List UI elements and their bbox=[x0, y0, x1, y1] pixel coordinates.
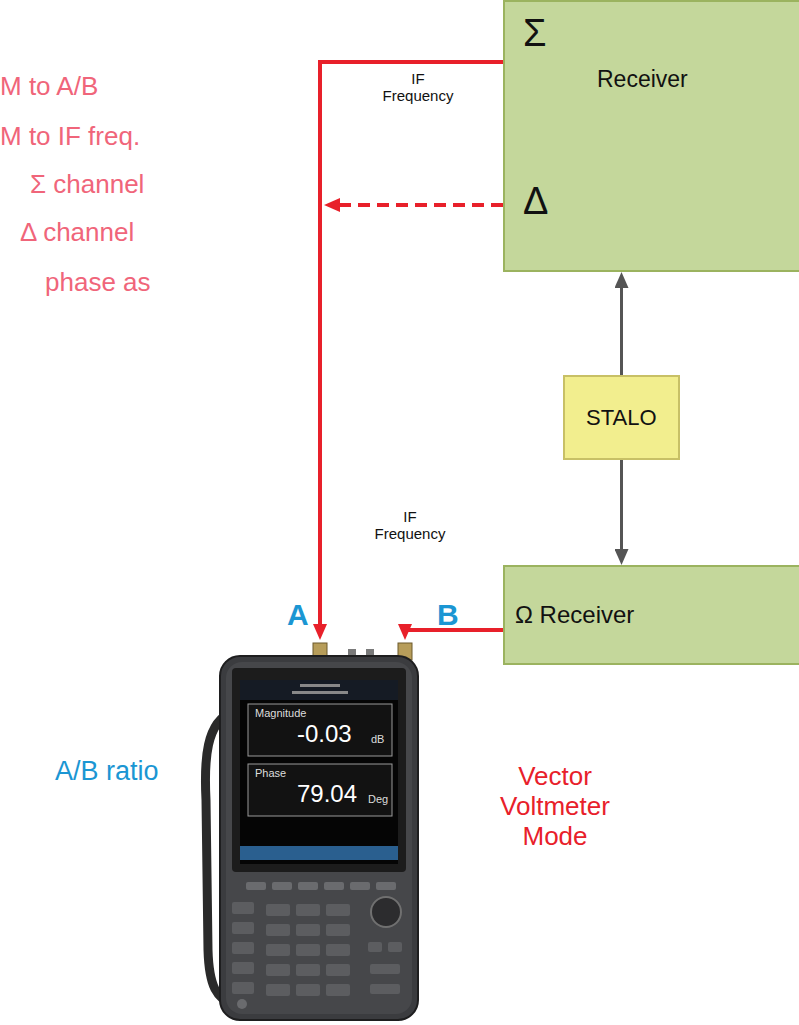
signal-label: IF Frequency bbox=[368, 508, 452, 543]
rotary-knob bbox=[371, 897, 401, 927]
softkey bbox=[350, 882, 370, 890]
key bbox=[266, 944, 290, 956]
signal-connector bbox=[320, 62, 503, 640]
port-label: B bbox=[437, 598, 459, 633]
receiver-box: Ω Receiver bbox=[503, 565, 799, 665]
signal-connector bbox=[621, 460, 622, 565]
key bbox=[370, 964, 400, 974]
ratio-label: A/B ratio bbox=[55, 756, 159, 787]
note-text: M to IF freq. bbox=[0, 122, 140, 152]
key bbox=[266, 904, 290, 916]
screen-bezel bbox=[232, 668, 406, 872]
screen bbox=[240, 680, 398, 864]
signal-connector bbox=[621, 272, 622, 375]
readout-label: Phase bbox=[255, 767, 286, 780]
key bbox=[296, 924, 320, 936]
instrument-body bbox=[220, 656, 418, 1020]
connector-line bbox=[620, 282, 623, 375]
softkey bbox=[298, 882, 318, 890]
stalo-box: STALO bbox=[563, 375, 680, 460]
note-text: M to A/B bbox=[0, 72, 98, 102]
header-mark bbox=[300, 684, 340, 687]
note-text: phase as bbox=[45, 268, 151, 298]
key bbox=[266, 984, 290, 996]
readout-box bbox=[248, 704, 392, 756]
vector-voltmeter: Magnitude-0.03 dB Phase 79.04 Deg bbox=[205, 640, 420, 1022]
readout-unit: Deg bbox=[368, 793, 388, 806]
key bbox=[388, 942, 402, 952]
key bbox=[232, 962, 254, 974]
connector-head bbox=[621, 272, 622, 284]
softkey bbox=[246, 882, 266, 890]
signal-label: IF Frequency bbox=[376, 70, 460, 105]
connector-head bbox=[324, 205, 336, 206]
connector-line bbox=[320, 62, 503, 630]
softkey bbox=[324, 882, 344, 890]
key bbox=[232, 942, 254, 954]
connector-head bbox=[405, 628, 406, 640]
readout-unit: dB bbox=[371, 733, 384, 746]
screen-header bbox=[240, 680, 398, 700]
box-title: Ω Receiver bbox=[515, 601, 634, 629]
readout-value: -0.03 bbox=[297, 720, 352, 748]
connector-head bbox=[621, 553, 622, 565]
note-text: Δ channel bbox=[20, 218, 134, 248]
key bbox=[326, 904, 350, 916]
receiver-box: Σ ReceiverΔ bbox=[503, 0, 799, 272]
key bbox=[370, 984, 400, 994]
key bbox=[326, 944, 350, 956]
status-bar bbox=[240, 846, 398, 860]
port-label: A bbox=[287, 598, 309, 633]
softkey bbox=[272, 882, 292, 890]
note-text: Σ channel bbox=[30, 170, 144, 200]
key bbox=[232, 982, 254, 994]
key bbox=[326, 964, 350, 976]
readout-box bbox=[248, 764, 392, 816]
power-button bbox=[237, 999, 247, 1009]
sum-symbol: Σ bbox=[523, 12, 547, 56]
key bbox=[266, 964, 290, 976]
mode-label: Vector Voltmeter Mode bbox=[474, 762, 636, 852]
key bbox=[368, 942, 382, 952]
signal-connector bbox=[324, 205, 503, 206]
key bbox=[232, 902, 254, 914]
key bbox=[296, 964, 320, 976]
connector-head bbox=[320, 628, 321, 640]
key bbox=[296, 944, 320, 956]
box-title: STALO bbox=[586, 405, 657, 430]
key bbox=[296, 904, 320, 916]
key bbox=[326, 924, 350, 936]
key bbox=[266, 924, 290, 936]
connector-line bbox=[334, 203, 503, 207]
key bbox=[296, 984, 320, 996]
instrument-face bbox=[226, 662, 412, 1014]
delta-symbol: Δ bbox=[523, 180, 548, 224]
key bbox=[326, 984, 350, 996]
header-mark bbox=[292, 691, 348, 694]
softkey bbox=[376, 882, 396, 890]
readout-value: 79.04 bbox=[297, 780, 357, 808]
key bbox=[232, 922, 254, 934]
readout-label: Magnitude bbox=[255, 707, 306, 720]
box-title: Receiver bbox=[597, 66, 688, 92]
connector-line bbox=[620, 460, 623, 555]
